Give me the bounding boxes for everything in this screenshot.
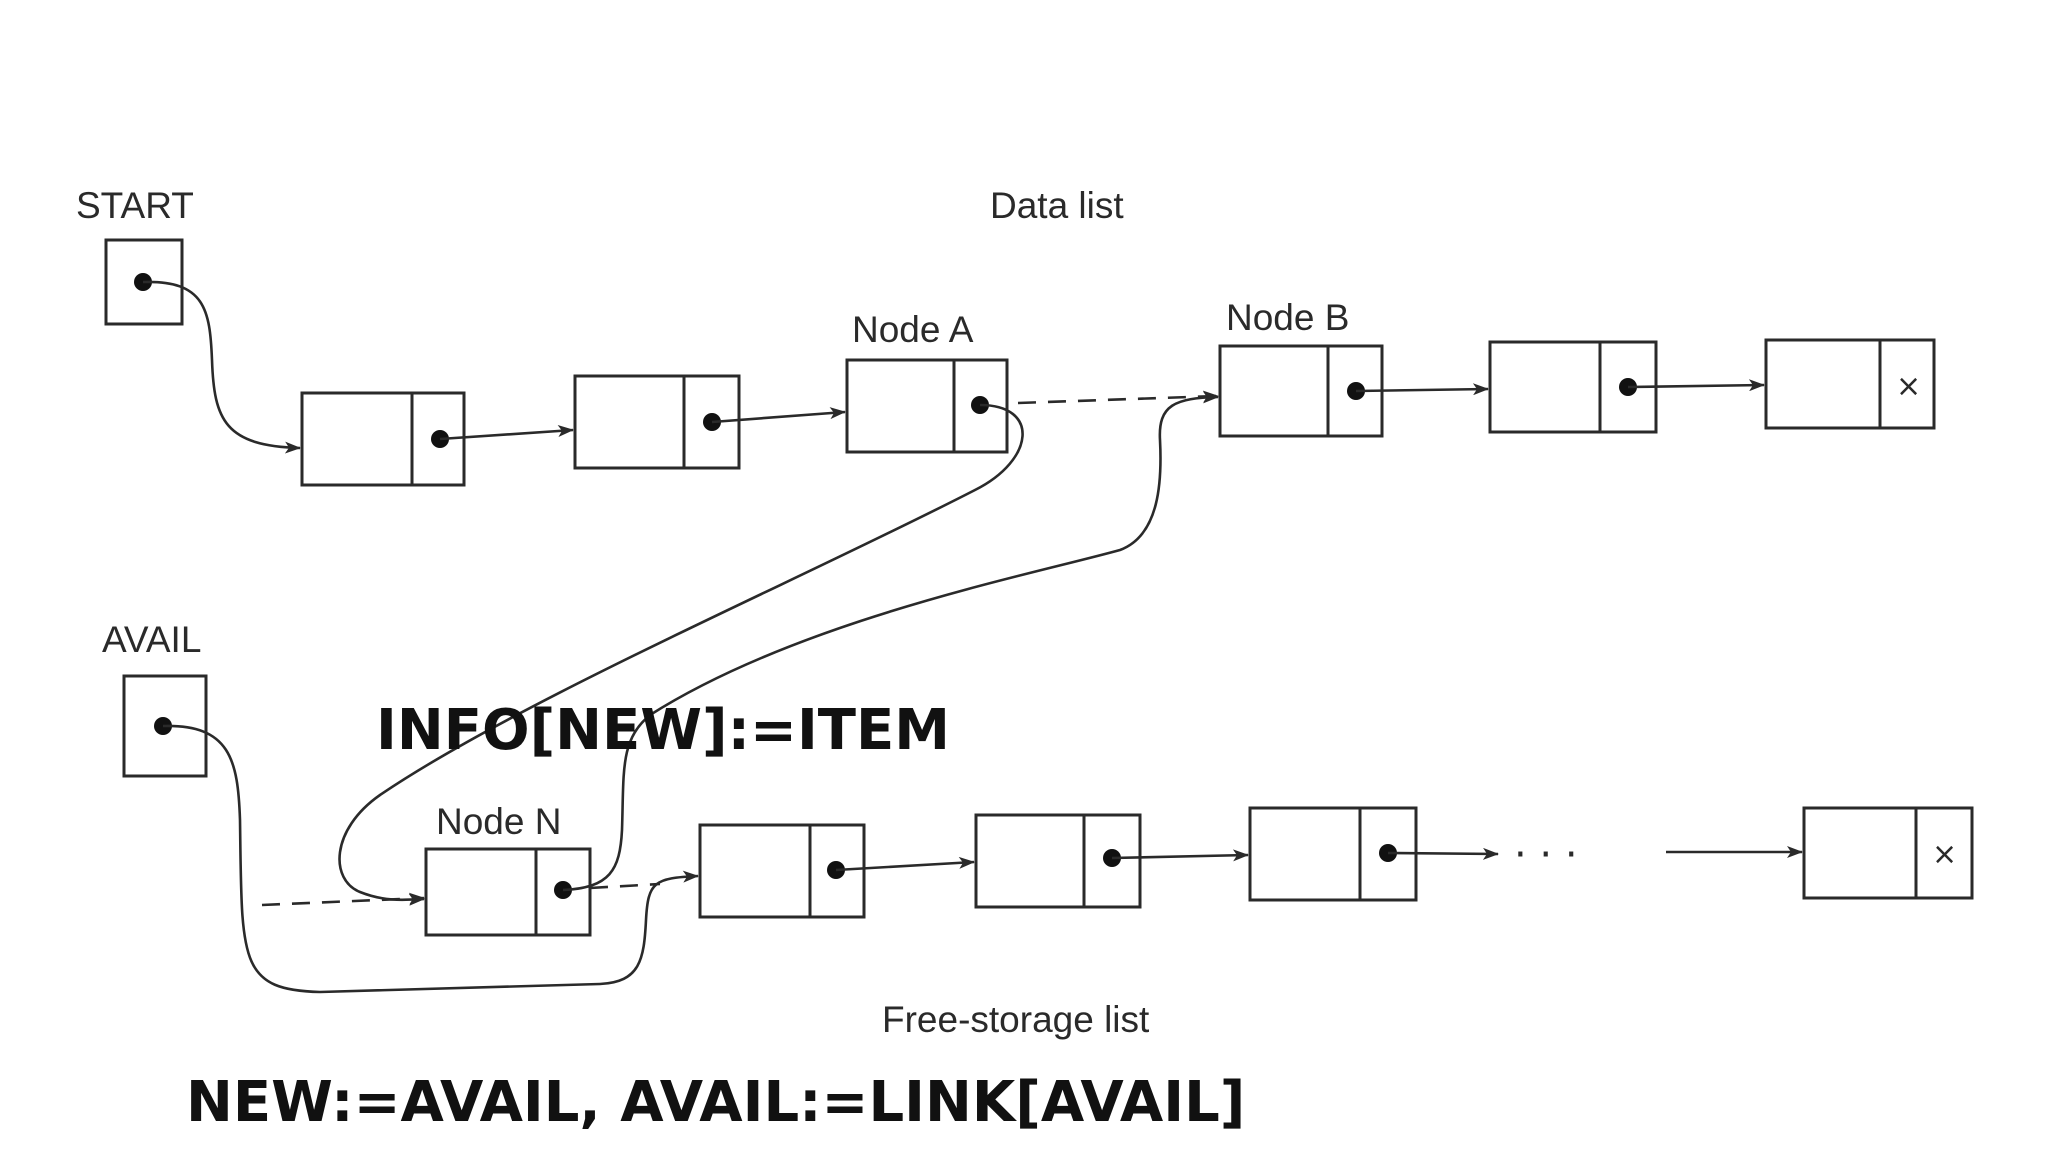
- node5-to-last-link: [1627, 379, 1765, 392]
- start-label: START: [76, 185, 194, 226]
- nodeb-to-node5-link: [1355, 383, 1489, 396]
- free3-to-free4-link: [1111, 849, 1249, 862]
- data-node-5: [1488, 340, 1658, 434]
- data-node-last: [1764, 338, 1936, 430]
- nodea-to-nodeb-old-link: [1017, 390, 1219, 405]
- node-b-label: Node B: [1226, 297, 1349, 338]
- free-node-n: [424, 847, 592, 937]
- start-to-node1-link: [142, 280, 301, 454]
- free-null-marker: ×: [1932, 837, 1957, 872]
- node-n-label: Node N: [436, 801, 561, 842]
- avail-label: AVAIL: [102, 619, 201, 660]
- start-pointer-box: [104, 238, 184, 326]
- new-avail-assignment-caption: NEW:=AVAIL, AVAIL:=LINK[AVAIL]: [186, 1070, 1245, 1135]
- node1-to-node2-link: [439, 425, 574, 441]
- free4-to-ellipsis-link: [1387, 847, 1499, 860]
- data-node-1: [300, 391, 466, 487]
- node2-to-nodea-link: [711, 407, 846, 424]
- free-storage-list-label: Free-storage list: [882, 999, 1150, 1040]
- nodea-to-noden-new-link: [338, 403, 1024, 906]
- data-node-b: [1218, 344, 1384, 438]
- data-list-label: Data list: [990, 185, 1124, 226]
- info-assignment-caption: INFO[NEW]:=ITEM: [376, 698, 950, 763]
- free2-to-free3-link: [835, 856, 975, 872]
- noden-to-free2-old-link: [589, 882, 661, 890]
- free-node-last: [1802, 806, 1974, 900]
- avail-to-free2-new-link: [162, 724, 699, 994]
- free-list-ellipsis: · · ·: [1514, 832, 1578, 878]
- noden-to-nodeb-new-link: [562, 391, 1219, 892]
- node-a-label: Node A: [852, 309, 974, 350]
- free-node-3: [974, 813, 1142, 909]
- avail-pointer-box: [122, 674, 208, 778]
- data-null-marker: ×: [1896, 369, 1921, 404]
